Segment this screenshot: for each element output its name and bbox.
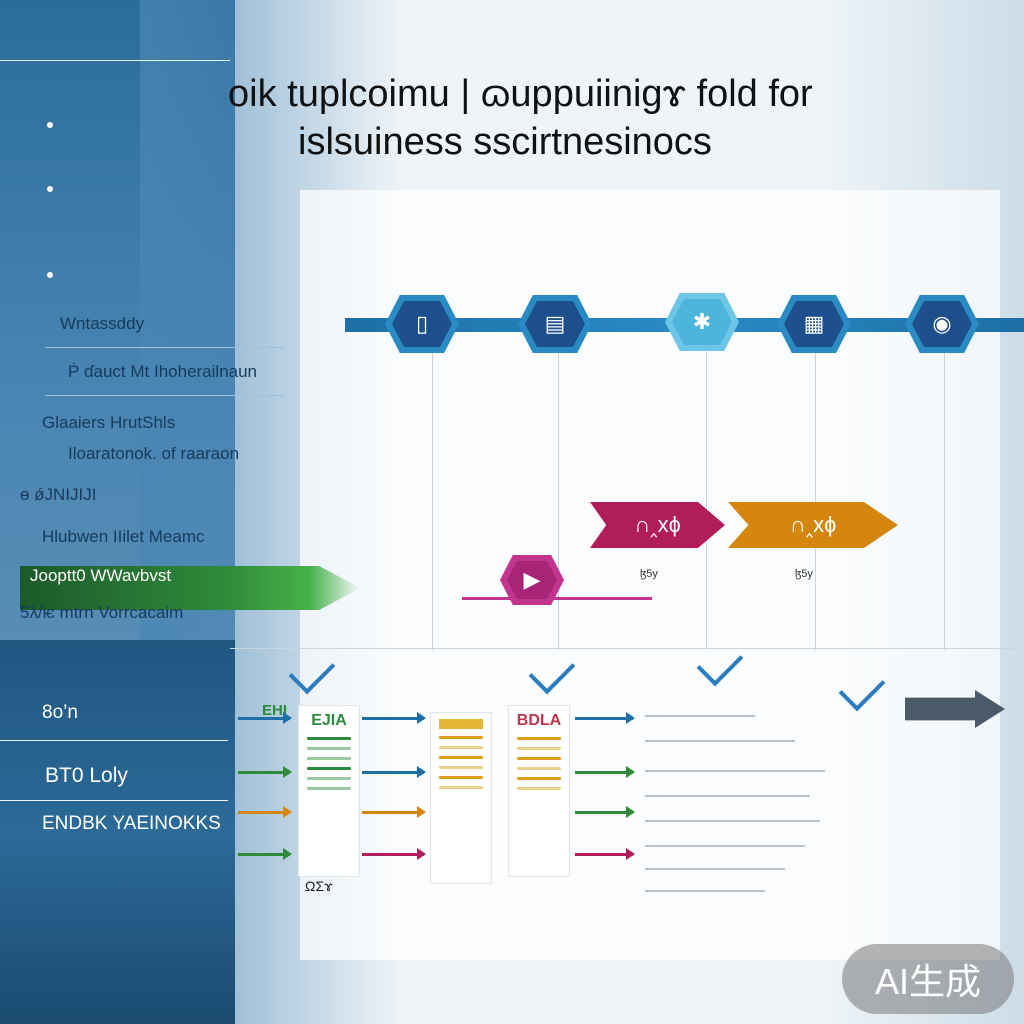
timeline-stem [558, 350, 559, 650]
lock-icon: ◉ [912, 301, 972, 347]
tag-icon: ▶ [507, 561, 557, 599]
timeline-node[interactable]: ▯ [385, 295, 459, 353]
sidebar-label: Iloaratonok. of raaraon [68, 444, 240, 463]
flow-arrow [238, 806, 292, 818]
document-card[interactable] [430, 712, 492, 884]
flow-arrow [238, 848, 292, 860]
flow-arrow [362, 806, 426, 818]
flow-arrow [575, 712, 635, 724]
timeline-node[interactable]: ◉ [905, 295, 979, 353]
divider-line [0, 60, 230, 61]
flow-arrow [362, 848, 426, 860]
sidebar-label: Ṗ ɗauct Mt Ihoherailnaun [68, 362, 258, 381]
ai-generated-badge: AI生成 [842, 944, 1014, 1014]
timeline-stem [432, 350, 433, 650]
flag-orange[interactable]: ∩‸хɸ [728, 502, 898, 548]
flow-arrow [362, 766, 426, 778]
flow-arrow [575, 848, 635, 860]
bottom-label: ENDBK YAEINOKKS [42, 813, 221, 834]
flow-arrow [575, 806, 635, 818]
board-icon: ▦ [784, 301, 844, 347]
divider-line [45, 395, 285, 396]
fan-icon: ✱ [672, 299, 732, 345]
circuit-dot [47, 122, 53, 128]
timeline-stem [944, 350, 945, 650]
circuit-dot [47, 272, 53, 278]
bottom-label: 8o’n [42, 702, 78, 723]
bottle-icon: ▯ [392, 301, 452, 347]
flag-caption: ɮ5у [795, 568, 813, 580]
flow-arrow [575, 766, 635, 778]
title-line-2: islsuiness sscirtnesinocs [298, 121, 712, 163]
timeline-stem [815, 350, 816, 650]
document-title [439, 719, 483, 729]
flag-icon: ∩‸хɸ [634, 512, 681, 537]
doc-bottom-label: ΩΣɤ [305, 878, 333, 894]
timeline-node[interactable]: ✱ [665, 293, 739, 351]
flag-caption: ɮ5у [640, 568, 658, 580]
doc-top-label: EHI [262, 702, 288, 719]
sidebar-label: Wntassddy [60, 314, 145, 333]
timeline-node[interactable]: ▦ [777, 295, 851, 353]
sidebar-label: ɵ ǿJNIJIJI [20, 485, 97, 504]
document-title: BDLA [516, 712, 562, 729]
green-banner [20, 566, 360, 610]
sidebar-label: 5λ/ѥ mtrn Vorrcacaim [20, 603, 184, 622]
document-card[interactable]: BDLA [508, 705, 570, 877]
divider-line [0, 740, 228, 741]
title-line-1: oik tuplcoimu | ɷuppuiinigɤ fold for [228, 73, 813, 115]
flow-arrow [362, 712, 426, 724]
document-title: EJIA [311, 712, 347, 729]
divider-line [45, 347, 285, 348]
lower-left-background [0, 640, 235, 1024]
timeline-node[interactable]: ▤ [518, 295, 592, 353]
flag-icon: ∩‸хɸ [789, 512, 837, 537]
flag-magenta[interactable]: ∩‸хɸ [590, 502, 725, 548]
divider-line [230, 648, 1020, 649]
flow-arrow [238, 766, 292, 778]
timeline-stem [706, 350, 707, 650]
page-title: oik tuplcoimu | ɷuppuiinigɤ fold for isl… [228, 72, 1018, 164]
sidebar-label: Jooptt0 WWavbvst [30, 566, 172, 585]
sidebar-label: Glaaiers HrutShls [42, 413, 176, 432]
bottom-label: BT0 Loly [45, 764, 128, 787]
flow-arrow [238, 712, 292, 724]
magenta-node[interactable]: ▶ [500, 555, 564, 605]
divider-line [0, 800, 228, 801]
circuit-dot [47, 186, 53, 192]
book-icon: ▤ [525, 301, 585, 347]
sidebar-label: Hlubwen IIilet Meamc [42, 527, 205, 546]
flag-base-line [462, 597, 652, 600]
document-card[interactable]: EJIA [298, 705, 360, 877]
